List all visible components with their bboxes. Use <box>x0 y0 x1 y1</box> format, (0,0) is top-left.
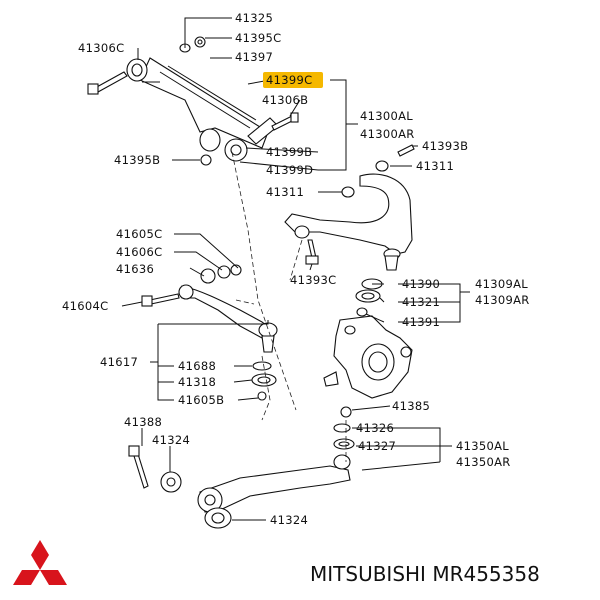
highlight-box <box>263 72 323 88</box>
callout-c0: 41325 <box>235 11 273 25</box>
upper-knuckle-arm <box>284 144 415 271</box>
callout-c23: 41309AR <box>475 293 530 307</box>
callout-c7: 41300AR <box>360 127 415 141</box>
steering-knuckle <box>323 315 413 399</box>
bolt-41604c <box>141 293 180 307</box>
callout-c15: 41606C <box>116 245 162 259</box>
callout-c28: 41385 <box>392 399 430 413</box>
callout-c21: 41391 <box>402 315 440 329</box>
callout-c6: 41300AL <box>360 109 413 123</box>
nut-41395b <box>200 154 212 166</box>
seal-stack-toe <box>251 361 277 401</box>
callout-c2: 41397 <box>235 50 273 64</box>
callout-c29: 41388 <box>124 415 162 429</box>
callout-c24: 41617 <box>100 355 138 369</box>
callout-c30: 41324 <box>152 433 190 447</box>
mitsubishi-logo-icon <box>13 540 67 585</box>
callout-c14: 41605C <box>116 227 162 241</box>
callout-c10: 41395B <box>114 153 160 167</box>
callout-c35: 41324 <box>270 513 308 527</box>
callout-c12: 41311 <box>416 159 454 173</box>
seal-stack-upper <box>355 278 383 317</box>
callout-c27: 41605B <box>178 393 224 407</box>
callout-c34: 41350AR <box>456 455 511 469</box>
upper-control-arm <box>126 57 279 162</box>
callout-c13: 41311 <box>266 185 304 199</box>
lower-control-arm <box>197 454 351 529</box>
callout-c3: 41306C <box>78 41 124 55</box>
toe-control-arm <box>178 284 278 353</box>
callout-c9: 41399D <box>266 163 313 177</box>
washer-41395c <box>179 36 206 53</box>
bolt-41306c <box>87 71 128 95</box>
brand-part-number: MITSUBISHI MR455358 <box>310 562 540 586</box>
callout-c32: 41327 <box>358 439 396 453</box>
dashed-guides <box>231 151 347 462</box>
leader-lines <box>121 17 470 521</box>
callout-c17: 41604C <box>62 299 108 313</box>
callout-c16: 41636 <box>116 262 154 276</box>
seal-stack-lower <box>333 423 355 450</box>
small-parts-41605c <box>200 264 242 284</box>
callout-c25: 41688 <box>178 359 216 373</box>
nut-41385 <box>340 406 352 418</box>
bolt-41306b <box>271 112 299 131</box>
callout-c8: 41399B <box>266 145 312 159</box>
callout-c26: 41318 <box>178 375 216 389</box>
bolt-41393c <box>305 239 319 265</box>
callout-c33: 41350AL <box>456 439 509 453</box>
callout-c18: 41393C <box>290 273 336 287</box>
callout-c1: 41395C <box>235 31 281 45</box>
callout-c20: 41321 <box>402 295 440 309</box>
bolt-41388 <box>128 445 182 493</box>
callout-c4: 41399C <box>266 73 312 87</box>
callout-c11: 41393B <box>422 139 468 153</box>
callout-c19: 41390 <box>402 277 440 291</box>
callout-c5: 41306B <box>262 93 308 107</box>
callout-c31: 41326 <box>356 421 394 435</box>
callout-c22: 41309AL <box>475 277 528 291</box>
callout-labels: 41325 41395C 41397 41306C 41399C 41306B … <box>62 11 530 527</box>
